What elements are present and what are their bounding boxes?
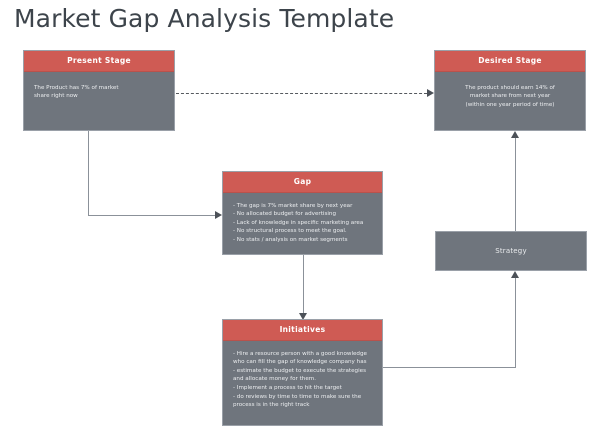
node-initiatives-header: Initiatives — [223, 320, 382, 341]
connector-present-to-gap-arrowhead — [215, 211, 222, 219]
node-present-stage-body: The Product has 7% of market share right… — [24, 72, 174, 131]
connector-present-to-gap-vertical — [88, 131, 89, 215]
connector-strategy-to-desired-arrowhead — [511, 131, 519, 138]
node-desired-stage-line: (within one year period of time) — [465, 101, 555, 108]
node-desired-stage-line: market share from next year — [469, 93, 551, 100]
node-present-stage-line: The Product has 7% of market — [34, 84, 119, 91]
node-desired-stage-line: The product should earn 14% of — [465, 84, 555, 91]
node-gap-line: - No stats / analysis on market segments — [233, 237, 348, 244]
node-initiatives-line: process is in the right track — [233, 402, 310, 409]
node-initiatives-line: - do reviews by time to time to make sur… — [233, 393, 362, 400]
node-initiatives-line: and allocate money for them. — [233, 376, 316, 383]
node-desired-stage[interactable]: Desired Stage The product should earn 14… — [434, 50, 586, 131]
connector-present-to-desired-arrowhead — [427, 89, 434, 97]
connector-present-to-gap-horizontal — [88, 215, 215, 216]
node-desired-stage-body: The product should earn 14% of market sh… — [435, 72, 585, 131]
connector-initiatives-to-strategy-vertical — [515, 278, 516, 367]
connector-gap-to-initiatives-vertical — [303, 255, 304, 314]
connector-present-to-desired-line — [176, 93, 427, 94]
node-initiatives-body: - Hire a resource person with a good kno… — [223, 341, 382, 426]
node-present-stage-line: share right now — [34, 93, 78, 100]
node-gap-line: - Lack of knowledge in specific marketin… — [233, 219, 364, 226]
connector-initiatives-to-strategy-arrowhead — [511, 271, 519, 278]
connector-gap-to-initiatives-arrowhead — [299, 313, 307, 320]
node-gap-line: - No allocated budget for advertising — [233, 211, 337, 218]
node-initiatives-line: - estimate the budget to execute the str… — [233, 367, 366, 374]
node-present-stage[interactable]: Present Stage The Product has 7% of mark… — [23, 50, 175, 131]
node-present-stage-header: Present Stage — [24, 51, 174, 72]
connector-initiatives-to-strategy-horizontal — [383, 367, 516, 368]
page-title: Market Gap Analysis Template — [14, 4, 395, 33]
node-gap-header: Gap — [223, 172, 382, 193]
node-desired-stage-header: Desired Stage — [435, 51, 585, 72]
node-strategy-body: Strategy — [436, 232, 586, 270]
connector-strategy-to-desired-vertical — [515, 138, 516, 231]
node-gap[interactable]: Gap - The gap is 7% market share by next… — [222, 171, 383, 255]
node-initiatives-line: - Hire a resource person with a good kno… — [233, 350, 367, 357]
node-initiatives[interactable]: Initiatives - Hire a resource person wit… — [222, 319, 383, 426]
node-strategy[interactable]: Strategy — [435, 231, 587, 271]
node-gap-body: - The gap is 7% market share by next yea… — [223, 193, 382, 255]
node-strategy-label: Strategy — [495, 246, 527, 255]
node-gap-line: - No structural process to meet the goal… — [233, 228, 347, 235]
node-gap-line: - The gap is 7% market share by next yea… — [233, 202, 353, 209]
node-initiatives-line: who can fill the gap of knowledge compan… — [233, 359, 367, 366]
node-initiatives-line: - Implement a process to hit the target — [233, 385, 342, 392]
